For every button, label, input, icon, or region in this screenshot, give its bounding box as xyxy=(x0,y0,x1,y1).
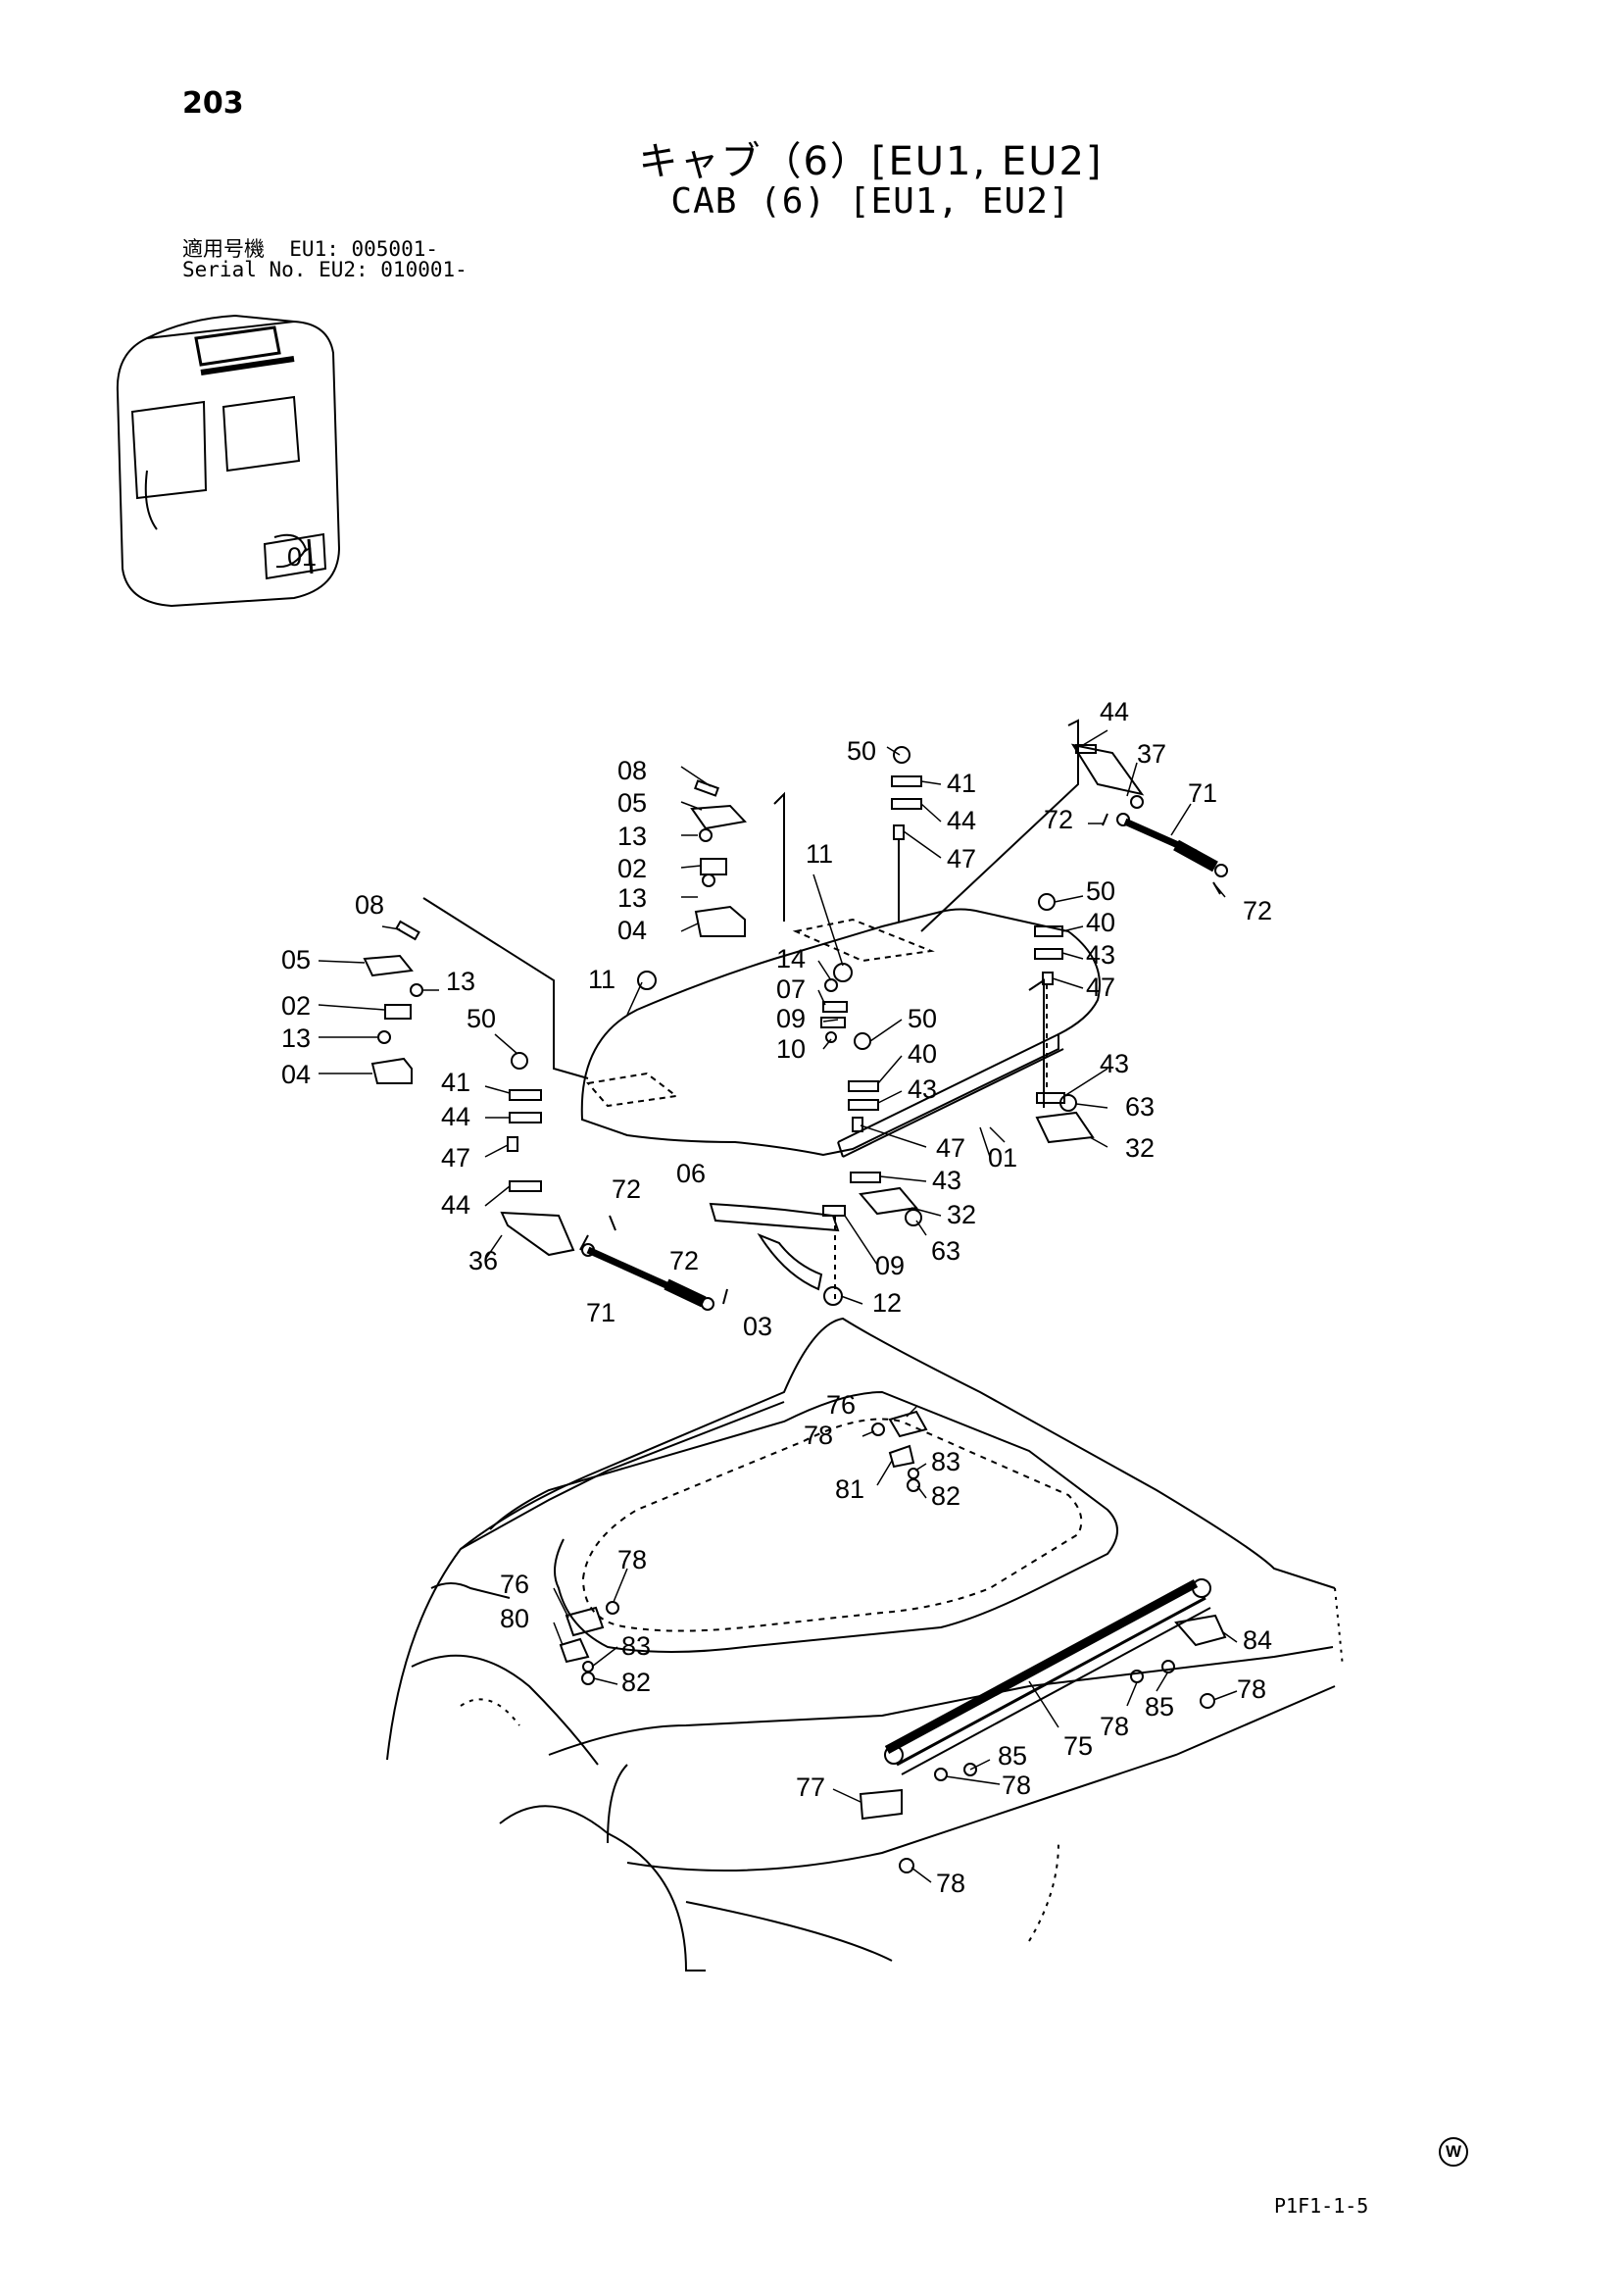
callout: 72 xyxy=(1044,805,1073,834)
callout: 08 xyxy=(617,756,647,785)
callout: 32 xyxy=(947,1200,976,1229)
callout: 47 xyxy=(947,844,976,873)
callout: 84 xyxy=(1243,1625,1272,1655)
callout: 12 xyxy=(872,1288,902,1318)
callout: 85 xyxy=(998,1741,1027,1771)
strut-right xyxy=(1070,743,1228,895)
callout: 76 xyxy=(826,1390,856,1420)
callout: 72 xyxy=(1243,896,1272,925)
page-number: 203 xyxy=(182,86,244,121)
callout: 14 xyxy=(776,944,806,973)
callout: 82 xyxy=(621,1668,651,1697)
callout: 11 xyxy=(588,965,615,994)
callout: 06 xyxy=(676,1159,706,1188)
callout: 07 xyxy=(776,974,806,1004)
roof-panel xyxy=(580,908,1101,1158)
callout: 78 xyxy=(1100,1712,1129,1741)
callout: 82 xyxy=(931,1481,960,1511)
cab-roof xyxy=(386,1317,1344,1972)
callout: 43 xyxy=(932,1166,961,1195)
callout: 78 xyxy=(617,1545,647,1574)
callout: 37 xyxy=(1137,739,1166,769)
callout: 44 xyxy=(441,1102,470,1131)
watermark-circle-w: W xyxy=(1439,2137,1468,2167)
left-bolt-stack xyxy=(500,1052,589,1257)
callout: 04 xyxy=(617,916,647,945)
callout: 04 xyxy=(281,1060,311,1089)
inset-label: 01 xyxy=(287,542,317,572)
callout: 43 xyxy=(1100,1049,1129,1078)
title-japanese: キャブ（6）[EU1, EU2] xyxy=(638,139,1104,184)
callout: 72 xyxy=(669,1246,699,1275)
leader-lines xyxy=(318,729,1238,1883)
callout: 50 xyxy=(1086,876,1115,906)
page-code: P1F1-1-5 xyxy=(1274,2194,1369,2218)
callout: 02 xyxy=(617,854,647,883)
callout: 13 xyxy=(617,883,647,913)
callout: 47 xyxy=(936,1133,965,1163)
callout: 50 xyxy=(908,1004,937,1033)
callout: 40 xyxy=(908,1039,937,1069)
callout: 02 xyxy=(281,991,311,1021)
serial-line-2: Serial No. EU2: 010001- xyxy=(182,258,468,281)
title-english: CAB (6) [EU1, EU2] xyxy=(670,181,1071,222)
callout: 63 xyxy=(1125,1092,1155,1122)
callout: 03 xyxy=(743,1312,772,1341)
callout: 47 xyxy=(1086,973,1115,1002)
right-upper-stack xyxy=(891,746,922,922)
callout: 78 xyxy=(804,1421,833,1450)
callout: 85 xyxy=(1145,1692,1174,1722)
roller-shade xyxy=(859,1578,1227,1873)
callout: 78 xyxy=(1002,1771,1031,1800)
callout: 13 xyxy=(281,1023,311,1053)
callout: 83 xyxy=(931,1447,960,1476)
roof-small-parts xyxy=(559,1410,928,1685)
callout: 50 xyxy=(847,736,876,766)
callout: 78 xyxy=(936,1869,965,1898)
serial-line-1: 適用号機 EU1: 005001- xyxy=(182,237,439,261)
callout: 13 xyxy=(617,822,647,851)
callout: 10 xyxy=(776,1034,806,1064)
callout: 71 xyxy=(1188,778,1217,808)
callout: 44 xyxy=(1100,697,1129,726)
callout: 78 xyxy=(1237,1674,1266,1704)
callout: 01 xyxy=(988,1143,1017,1173)
callout: 75 xyxy=(1063,1731,1093,1761)
hinge-left-lower xyxy=(363,920,423,1084)
strut-left xyxy=(581,1215,728,1311)
callout: 43 xyxy=(1086,940,1115,970)
callout: 77 xyxy=(796,1772,825,1802)
callout: 09 xyxy=(875,1251,905,1280)
callout: 41 xyxy=(947,769,976,798)
callout: 83 xyxy=(621,1631,651,1661)
callout: 72 xyxy=(612,1174,641,1204)
callout: 05 xyxy=(617,788,647,818)
callout: 32 xyxy=(1125,1133,1155,1163)
callout: 81 xyxy=(835,1474,864,1504)
callout: 80 xyxy=(500,1604,529,1633)
callouts: 08 05 13 02 13 04 08 05 02 13 13 04 50 4… xyxy=(281,697,1272,1898)
callout: 63 xyxy=(931,1236,960,1266)
callout: 09 xyxy=(776,1004,806,1033)
callout: 40 xyxy=(1086,908,1115,937)
cab-thumbnail xyxy=(116,314,341,608)
callout: 41 xyxy=(441,1068,470,1097)
hinge-left-upper xyxy=(690,779,747,937)
callout: 71 xyxy=(586,1298,615,1327)
callout: 08 xyxy=(355,890,384,920)
callout: 43 xyxy=(908,1074,937,1104)
callout: 44 xyxy=(947,806,976,835)
callout: 13 xyxy=(446,967,475,996)
callout: 05 xyxy=(281,945,311,974)
callout: 50 xyxy=(467,1004,496,1033)
callout: 76 xyxy=(500,1570,529,1599)
callout: 11 xyxy=(806,839,833,869)
callout: 44 xyxy=(441,1190,470,1220)
callout: 47 xyxy=(441,1143,470,1173)
callout: 36 xyxy=(468,1246,498,1275)
